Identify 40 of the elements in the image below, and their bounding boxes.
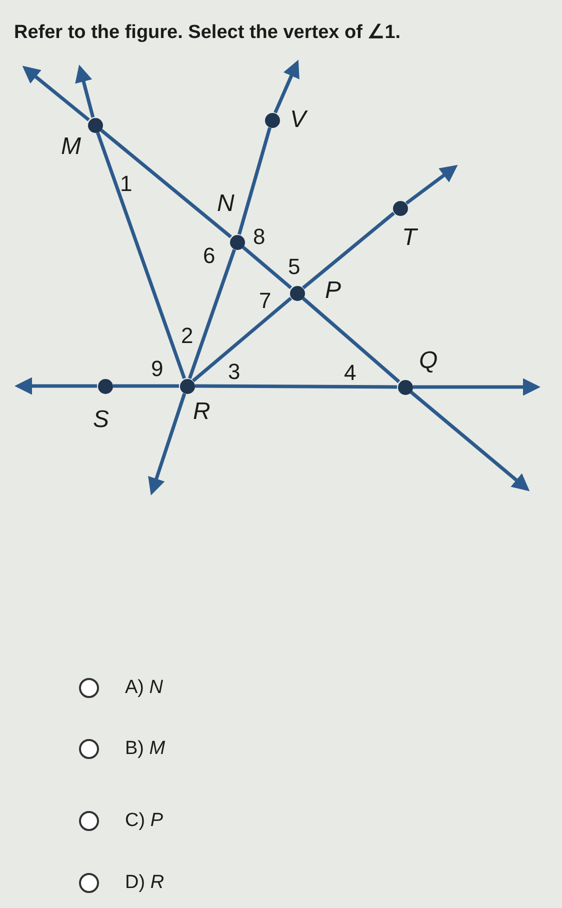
answer-option: D) R [125, 872, 164, 894]
point-label: V [290, 108, 306, 132]
angle-number: 7 [259, 290, 272, 312]
point-label: P [325, 279, 342, 303]
angle-number: 6 [203, 245, 216, 267]
point-label: N [217, 192, 234, 216]
answer-option: A) N [125, 677, 164, 699]
point-label: S [93, 408, 110, 432]
ray-arrow [14, 377, 97, 395]
angle-number: 9 [151, 358, 164, 380]
ray-arrow [410, 390, 530, 492]
line-segment [113, 384, 179, 388]
ray-arrow [148, 393, 186, 496]
ray-arrow [75, 64, 95, 118]
ray-arrow [413, 378, 540, 396]
angle-number: 2 [181, 325, 194, 347]
point-label: T [402, 226, 417, 250]
ray-arrow [405, 164, 458, 205]
point-label: R [193, 400, 210, 424]
point-label: Q [419, 349, 438, 373]
answer-option: B) M [125, 738, 166, 760]
angle-number: 8 [253, 226, 266, 248]
line-segment [302, 212, 395, 290]
angle-number: 3 [228, 361, 240, 383]
line-segment [96, 132, 186, 380]
line-segment [242, 246, 292, 290]
line-segment [100, 128, 232, 238]
angle-number: 5 [288, 256, 300, 278]
line-segment [302, 296, 400, 384]
line-segment [238, 127, 272, 235]
angle-number: 1 [120, 173, 132, 195]
line-segment [188, 248, 236, 380]
ray-arrow [22, 66, 90, 122]
line-segment [195, 384, 397, 389]
ray-arrow [274, 60, 300, 114]
question-text: Refer to the figure. Select the vertex of ∠1. [14, 21, 401, 44]
point-label: M [61, 135, 81, 159]
line-segment [192, 296, 292, 382]
answer-option: C) P [125, 810, 164, 832]
angle-number: 4 [344, 362, 356, 384]
